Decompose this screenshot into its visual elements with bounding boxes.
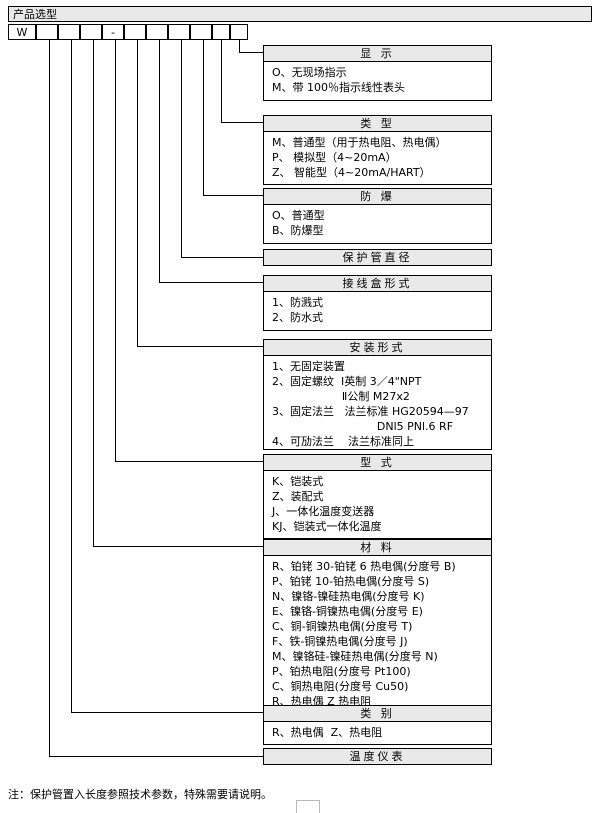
block-display-body: O、无现场指示 M、带 100％指示线性表头	[264, 62, 491, 98]
leader-line-type-h	[221, 122, 263, 123]
leader-line-mounting-h	[137, 346, 263, 347]
leader-line-display-h	[239, 52, 263, 53]
leader-line-explosion-v	[203, 40, 204, 195]
block-explosion-proof-body: O、普通型 B、防爆型	[264, 205, 491, 241]
block-junction-box-title: 接线盒形式	[264, 276, 491, 292]
block-junction-box-line-1: 1、防溅式	[272, 296, 323, 309]
block-explosion-proof-line-2: B、防爆型	[272, 224, 324, 237]
block-material-line-1: R、铂铑 30-铂铑 6 热电偶(分度号 B)	[272, 560, 456, 573]
block-material-line-3: N、镍铬-镍硅热电偶(分度号 K)	[272, 590, 425, 603]
leader-line-instrument-v	[49, 40, 50, 756]
code-cell-1[interactable]: W	[8, 24, 36, 40]
block-model-style-body: K、铠装式 Z、装配式 J、一体化温度变送器 KJ、铠装式一体化温度	[264, 471, 491, 537]
block-type-title: 类 型	[264, 116, 491, 132]
block-material-line-5: C、铜-铜镍热电偶(分度号 T)	[272, 620, 413, 633]
block-mounting-line-4: 3、固定法兰 法兰标准 HG20594—97	[272, 405, 469, 418]
block-junction-box-line-2: 2、防水式	[272, 311, 323, 324]
code-cell-10[interactable]	[212, 24, 230, 40]
block-mounting-title: 安装形式	[264, 340, 491, 356]
leader-line-style-h	[115, 461, 263, 462]
block-mounting: 安装形式 1、无固定装置 2、固定螺纹 Ⅰ英制 3／4"NPT Ⅱ公制 M27x…	[263, 339, 492, 450]
leader-line-style-v	[115, 40, 116, 461]
block-junction-box: 接线盒形式 1、防溅式 2、防水式	[263, 275, 492, 331]
block-material-line-8: P、铂热电阻(分度号 Pt100)	[272, 665, 411, 678]
block-type-line-1: M、普通型（用于热电阻、热电偶）	[272, 136, 447, 149]
code-cell-6[interactable]	[124, 24, 146, 40]
leader-line-display-v	[239, 40, 240, 52]
block-mounting-line-2: 2、固定螺纹 Ⅰ英制 3／4"NPT	[272, 375, 422, 388]
block-material-line-10: R、热电偶 Z 热电阻	[272, 695, 372, 708]
block-material-line-7: M、镍铬硅-镍硅热电偶(分度号 N)	[272, 650, 438, 663]
block-model-style-title: 型 式	[264, 455, 491, 471]
block-explosion-proof-line-1: O、普通型	[272, 209, 325, 222]
leader-line-junction-h	[159, 282, 263, 283]
code-cell-8[interactable]	[168, 24, 190, 40]
code-cell-5[interactable]: -	[102, 24, 124, 40]
block-material-line-2: P、铂铑 10-铂热电偶(分度号 S)	[272, 575, 430, 588]
leader-line-class-v	[71, 40, 72, 712]
block-mounting-body: 1、无固定装置 2、固定螺纹 Ⅰ英制 3／4"NPT Ⅱ公制 M27x2 3、固…	[264, 356, 491, 452]
block-material: 材 料 R、铂铑 30-铂铑 6 热电偶(分度号 B) P、铂铑 10-铂热电偶…	[263, 539, 492, 708]
footer-note: 注：保护管置入长度参照技术参数，特殊需要请说明。	[8, 788, 272, 801]
leader-line-material-h	[93, 546, 263, 547]
block-display-line-1: O、无现场指示	[272, 66, 347, 79]
block-display-line-2: M、带 100％指示线性表头	[272, 81, 405, 94]
code-cell-2[interactable]	[36, 24, 58, 40]
block-display: 显 示 O、无现场指示 M、带 100％指示线性表头	[263, 45, 492, 101]
block-material-line-4: E、镍铬-铜镍热电偶(分度号 E)	[272, 605, 423, 618]
leader-line-material-v	[93, 40, 94, 546]
block-instrument: 温度仪表	[263, 748, 492, 765]
leader-line-explosion-h	[203, 195, 263, 196]
block-class-title: 类 别	[264, 706, 491, 722]
leader-line-diameter-v	[181, 40, 182, 257]
block-mounting-line-6: 4、可劢法兰 法兰标准同上	[272, 435, 414, 448]
page-footer-mark	[296, 800, 320, 813]
leader-line-instrument-h	[49, 756, 263, 757]
leader-line-type-v	[221, 40, 222, 122]
block-display-title: 显 示	[264, 46, 491, 62]
block-type-line-2: P、 模拟型（4~20mA）	[272, 151, 397, 164]
block-model-style: 型 式 K、铠装式 Z、装配式 J、一体化温度变送器 KJ、铠装式一体化温度	[263, 454, 492, 539]
block-explosion-proof: 防 爆 O、普通型 B、防爆型	[263, 188, 492, 244]
block-explosion-proof-title: 防 爆	[264, 189, 491, 205]
code-cell-9[interactable]	[190, 24, 212, 40]
leader-line-mounting-v	[137, 40, 138, 346]
block-junction-box-body: 1、防溅式 2、防水式	[264, 292, 491, 328]
block-model-style-line-3: J、一体化温度变送器	[272, 505, 375, 518]
block-model-style-line-4: KJ、铠装式一体化温度	[272, 520, 382, 533]
block-model-style-line-1: K、铠装式	[272, 475, 324, 488]
code-cell-11[interactable]	[230, 24, 248, 40]
block-model-style-line-2: Z、装配式	[272, 490, 324, 503]
leader-line-diameter-h	[181, 257, 263, 258]
block-type-body: M、普通型（用于热电阻、热电偶） P、 模拟型（4~20mA） Z、 智能型（4…	[264, 132, 491, 183]
code-cell-7[interactable]	[146, 24, 168, 40]
page-title: 产品选型	[8, 6, 592, 22]
block-type: 类 型 M、普通型（用于热电阻、热电偶） P、 模拟型（4~20mA） Z、 智…	[263, 115, 492, 185]
block-class-body: R、热电偶 Z、热电阻	[264, 722, 491, 743]
code-cell-4[interactable]	[80, 24, 102, 40]
block-class-line-1: R、热电偶 Z、热电阻	[272, 726, 383, 739]
block-mounting-line-1: 1、无固定装置	[272, 360, 345, 373]
block-material-body: R、铂铑 30-铂铑 6 热电偶(分度号 B) P、铂铑 10-铂热电偶(分度号…	[264, 556, 491, 712]
block-mounting-line-5: DNl5 PNl.6 RF	[272, 420, 454, 433]
block-material-line-9: C、铜热电阻(分度号 Cu50)	[272, 680, 409, 693]
code-cell-3[interactable]	[58, 24, 80, 40]
block-mounting-line-3: Ⅱ公制 M27x2	[272, 390, 410, 403]
block-material-line-6: F、铁-铜镍热电偶(分度号 J)	[272, 635, 408, 648]
block-tube-diameter: 保护管直径	[263, 249, 492, 266]
leader-line-junction-v	[159, 40, 160, 282]
block-class: 类 别 R、热电偶 Z、热电阻	[263, 705, 492, 745]
block-material-title: 材 料	[264, 540, 491, 556]
leader-line-class-h	[71, 712, 263, 713]
block-type-line-3: Z、 智能型（4~20mA/HART）	[272, 166, 431, 179]
